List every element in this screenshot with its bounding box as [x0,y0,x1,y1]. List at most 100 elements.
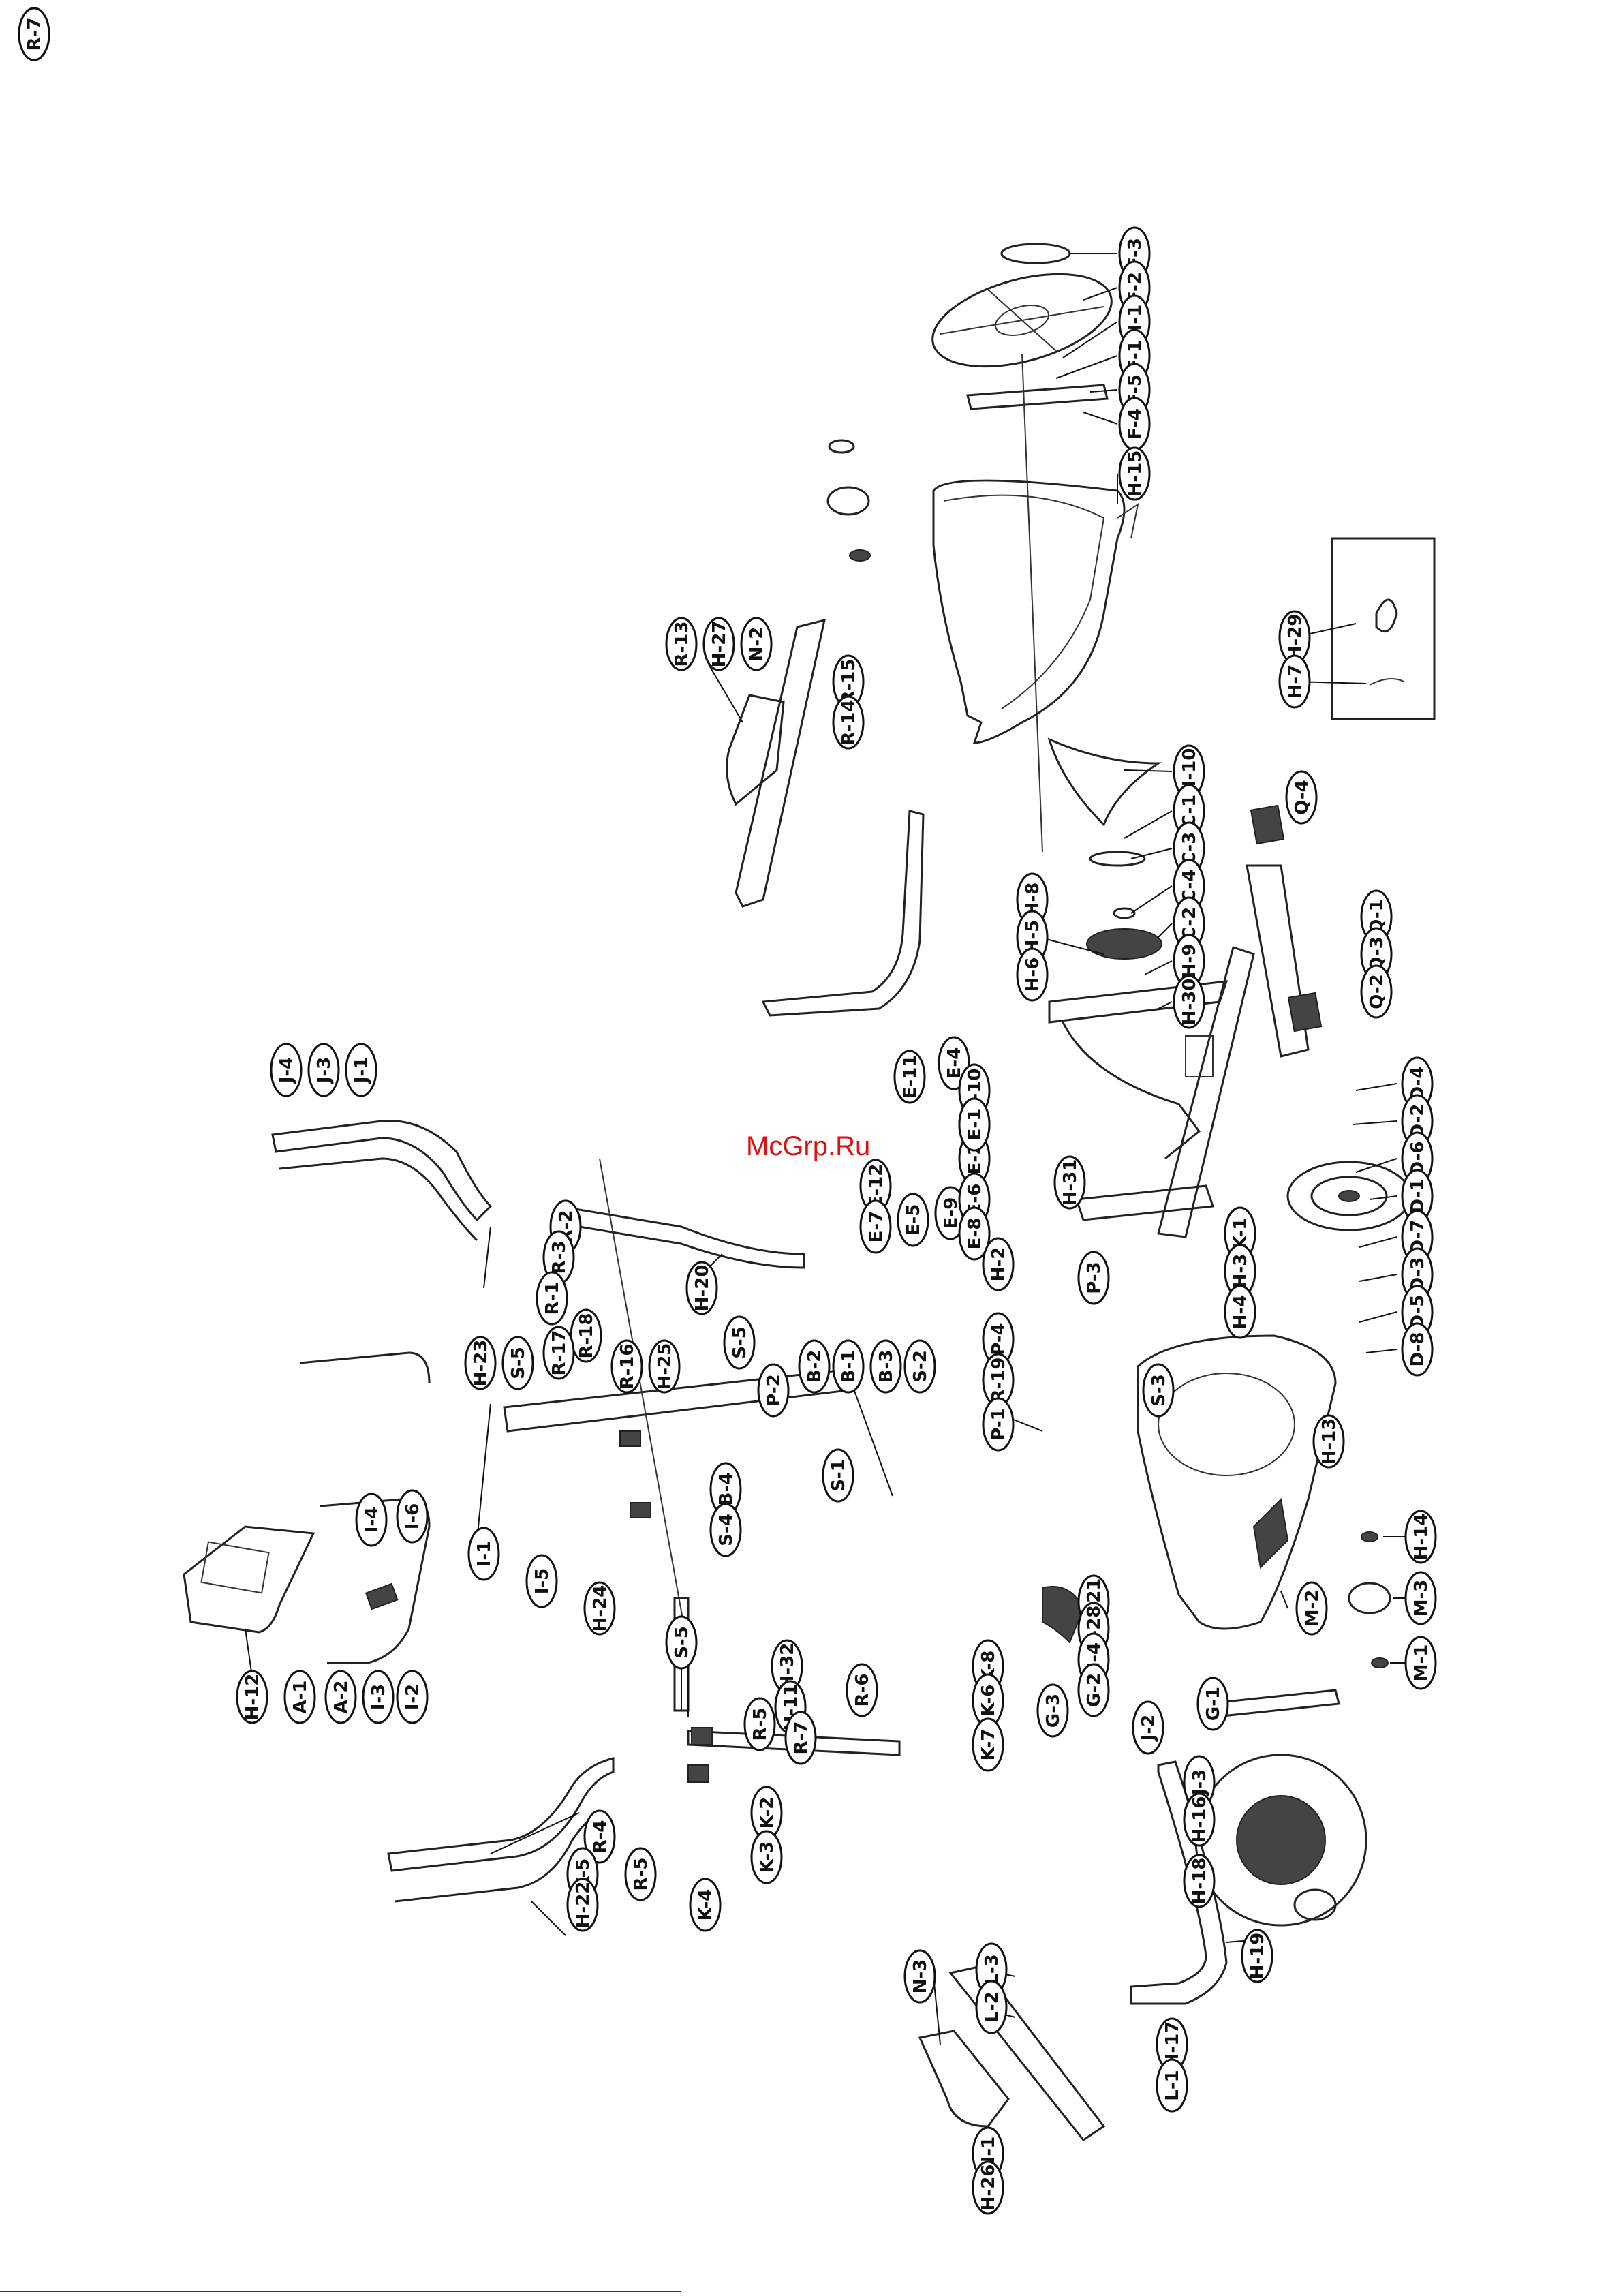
callout-h-7: H-7 [1278,654,1311,709]
callout-r-3: R-3 [542,1230,575,1285]
callout-text: N-2 [747,627,767,662]
callout-text: R-17 [549,1330,570,1376]
callout-bubble [270,1043,303,1097]
callout-i-6: I-6 [396,1489,429,1544]
callout-bubble [1360,964,1393,1019]
console [183,1525,315,1634]
callout-h-20: H-20 [685,1261,718,1315]
callout-text: H-7 [1285,664,1305,699]
callout-f-4: F-4 [1118,397,1151,451]
callout-d-7: D-7 [1401,1210,1434,1264]
callout-text: R-7 [25,18,45,51]
callout-r-1: R-1 [536,1271,568,1326]
callout-text: H-12 [243,1674,263,1721]
callout-text: P-1 [989,1408,1009,1440]
callout-bubble [18,7,50,61]
callout-s-5: S-5 [723,1315,756,1370]
callout-bubble [566,1878,599,1932]
callout-bubble [897,1193,929,1247]
callout-h-9: H-9 [1173,934,1205,988]
callout-r-7: R-7 [18,7,50,61]
callout-bubble [1118,446,1151,501]
callout-g-1: G-1 [1196,1677,1229,1731]
callout-bubble [972,1717,1004,1772]
callout-a-1: A-1 [283,1670,316,1724]
callout-text: K-6 [978,1685,999,1717]
callout-text: H-22 [573,1882,593,1929]
callout-bubble [624,1847,657,1901]
callout-text: P-4 [989,1323,1009,1355]
callout-text: S-5 [508,1347,529,1379]
callout-h-3: H-3 [1224,1244,1256,1298]
callout-bubble [859,1199,892,1254]
callout-text: S-5 [672,1626,692,1659]
callout-bubble [1241,1929,1273,1983]
callout-c-1: C-1 [1173,784,1205,838]
callout-text: R-13 [672,622,692,667]
callout-text: K-4 [696,1889,716,1921]
callout-text: H-6 [1023,958,1043,992]
callout-h-29: H-29 [1278,610,1311,664]
callout-text: R-6 [852,1674,873,1707]
callout-bubble [583,1809,616,1864]
callout-text: I-2 [403,1684,423,1711]
callout-d-6: D-6 [1401,1131,1434,1186]
callout-text: S-3 [1149,1374,1169,1407]
callout-text: A-2 [331,1680,352,1713]
callout-bubble [798,1339,831,1394]
callout-text: P-2 [764,1374,784,1406]
callout-text: E-8 [965,1218,985,1250]
callout-text: H-3 [1231,1254,1251,1289]
callout-e-7: E-7 [859,1199,892,1254]
callout-text: I-6 [403,1503,423,1530]
callout-bubble [743,1697,776,1751]
callout-bubble [1036,1683,1069,1738]
callout-text: J-1 [352,1057,372,1085]
callout-text: R-16 [617,1344,638,1390]
callout-bubble [1016,947,1049,1002]
callout-bubble [723,1315,756,1370]
callout-k-6: K-6 [972,1673,1004,1728]
callout-text: Q-4 [1292,780,1312,814]
callout-text: H-20 [692,1265,713,1312]
callout-h-6: H-6 [1016,947,1049,1002]
callout-r-16: R-16 [610,1339,643,1394]
callout-h-4: H-4 [1224,1285,1256,1339]
callout-r-15: R-15 [832,654,865,709]
callout-text: K-3 [757,1841,777,1873]
callout-d-8: D-8 [1401,1322,1434,1377]
callout-h-23: H-23 [464,1336,497,1390]
callout-text: H-29 [1285,614,1305,661]
callout-text: H-27 [709,621,730,668]
callout-j-1: J-1 [345,1043,377,1097]
callout-text: E-4 [944,1047,965,1080]
callout-r-7: R-7 [784,1711,817,1765]
callout-text: J-3 [314,1057,335,1085]
callout-h-12: H-12 [236,1670,268,1724]
callout-bubble [542,1326,575,1380]
callout-text: R-14 [839,700,859,746]
callout-bubble [583,1581,616,1636]
callout-r-4: R-4 [583,1809,616,1864]
callout-bubble [1053,1155,1086,1210]
callout-r-14: R-14 [832,695,865,750]
callout-text: H-18 [1190,1858,1210,1905]
callout-text: L-3 [982,1954,1002,1985]
callout-h-25: H-25 [648,1339,681,1394]
callout-s-4: S-4 [709,1503,742,1557]
callout-bubble [396,1489,429,1544]
callout-bubble [283,1670,316,1724]
callout-m-3: M-3 [1404,1571,1437,1625]
callout-text: R-5 [631,1858,651,1891]
callout-text: H-2 [989,1247,1009,1282]
callout-n-3: N-3 [903,1949,936,2004]
callout-bubble [665,1615,698,1670]
ring-f3 [1000,243,1071,264]
callout-text: B-2 [805,1350,825,1383]
callout-h-24: H-24 [583,1581,616,1636]
callout-text: Q-2 [1367,974,1387,1009]
callout-text: H-4 [1231,1295,1251,1330]
callout-bubble [846,1663,878,1717]
